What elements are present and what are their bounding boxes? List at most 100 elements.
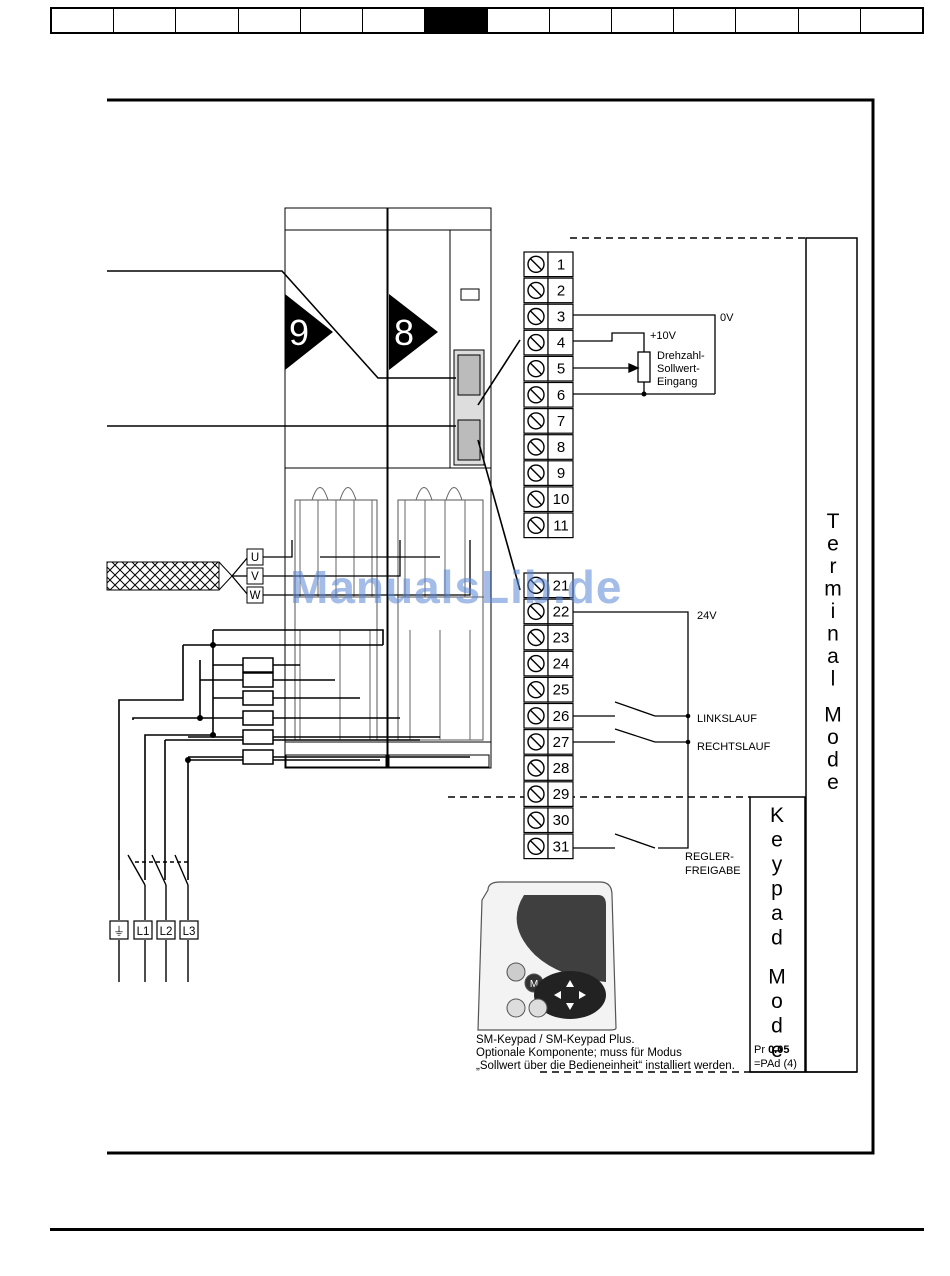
terminal-25: 25 bbox=[523, 676, 574, 703]
motor-w-label: W bbox=[250, 590, 261, 602]
terminal-5: 5 bbox=[523, 355, 574, 382]
terminal-30: 30 bbox=[523, 807, 574, 834]
nav-tab-13[interactable] bbox=[799, 9, 861, 32]
keypad-m-label: M bbox=[530, 979, 538, 990]
keypad-caption-1: SM-Keypad / SM-Keypad Plus. bbox=[476, 1034, 635, 1046]
terminal-number: 4 bbox=[557, 335, 565, 352]
terminal-28: 28 bbox=[523, 755, 574, 781]
keypad-illustration: M bbox=[477, 881, 617, 1031]
24v-label: 24V bbox=[697, 610, 717, 622]
nav-tab-8[interactable] bbox=[488, 9, 550, 32]
terminal-26: 26 bbox=[523, 702, 574, 729]
terminal-number: 22 bbox=[553, 603, 570, 620]
terminal-2: 2 bbox=[523, 277, 574, 304]
terminal-3: 3 bbox=[523, 303, 574, 330]
terminal-number: 29 bbox=[553, 786, 570, 803]
terminal-8: 8 bbox=[523, 434, 574, 460]
terminal-9: 9 bbox=[523, 460, 574, 486]
nav-tab-5[interactable] bbox=[301, 9, 364, 32]
top-navigation-bar bbox=[50, 7, 924, 34]
terminal-number: 30 bbox=[553, 812, 570, 829]
module-9-marker bbox=[285, 294, 333, 370]
l2-label: L2 bbox=[160, 926, 173, 938]
terminal-number: 28 bbox=[553, 760, 570, 777]
terminal-22: 22 bbox=[523, 598, 574, 625]
terminal-number: 10 bbox=[553, 491, 570, 508]
module-9-number: 9 bbox=[289, 312, 309, 353]
isolator-switch bbox=[118, 854, 190, 982]
frame-border bbox=[107, 98, 875, 1155]
terminal-7: 7 bbox=[523, 408, 574, 434]
terminal-block-top: 1 2 3 4 5 6 7 8 9 10 11 bbox=[523, 251, 574, 539]
pot-label-2: Sollwert- bbox=[657, 363, 700, 375]
terminal-11: 11 bbox=[523, 512, 574, 539]
terminal-number: 11 bbox=[553, 517, 569, 534]
linkslauf-label: LINKSLAUF bbox=[697, 713, 757, 725]
pr-value: =PAd (4) bbox=[754, 1058, 797, 1070]
terminal-number: 27 bbox=[553, 734, 570, 751]
terminal-number: 26 bbox=[553, 708, 570, 725]
motor-cable: U V W bbox=[106, 540, 471, 604]
pot-label-1: Drehzahl- bbox=[657, 350, 705, 362]
l3-label: L3 bbox=[183, 926, 196, 938]
terminal-number: 8 bbox=[557, 439, 565, 456]
nav-tab-11[interactable] bbox=[674, 9, 737, 32]
keypad-caption-2: Optionale Komponente; muss für Modus bbox=[476, 1047, 682, 1059]
module-8-number: 8 bbox=[394, 312, 414, 353]
leader-lines bbox=[107, 270, 521, 591]
terminal-number: 6 bbox=[557, 387, 565, 404]
terminal-number: 31 bbox=[553, 838, 570, 855]
analog-wiring bbox=[573, 314, 716, 395]
pot-label-3: Eingang bbox=[657, 376, 697, 388]
digital-wiring bbox=[573, 611, 689, 849]
nav-tab-4[interactable] bbox=[239, 9, 301, 32]
terminal-6: 6 bbox=[523, 381, 574, 408]
drive-modules bbox=[284, 207, 492, 769]
terminal-number: 21 bbox=[553, 577, 570, 594]
l1-label: L1 bbox=[137, 926, 150, 938]
terminal-number: 3 bbox=[557, 309, 565, 326]
terminal-number: 2 bbox=[557, 282, 565, 299]
watermark: ManualsLib.de bbox=[290, 561, 623, 613]
rechtslauf-label: RECHTSLAUF bbox=[697, 741, 771, 753]
nav-tab-10[interactable] bbox=[612, 9, 675, 32]
terminal-number: 25 bbox=[553, 682, 570, 699]
terminal-number: 1 bbox=[557, 256, 565, 273]
fuses bbox=[242, 657, 274, 765]
nav-tab-12[interactable] bbox=[736, 9, 799, 32]
terminal-block-bottom: 21 22 23 24 25 26 27 28 29 30 31 bbox=[523, 572, 574, 860]
supply-wiring bbox=[118, 629, 470, 880]
terminal-21: 21 bbox=[523, 572, 574, 599]
zero-v-label: 0V bbox=[720, 312, 734, 324]
nav-tab-3[interactable] bbox=[176, 9, 239, 32]
footer-rule bbox=[50, 1228, 924, 1231]
terminal-29: 29 bbox=[523, 781, 574, 807]
terminal-31: 31 bbox=[523, 833, 574, 860]
motor-v-label: V bbox=[251, 571, 259, 583]
pr-label: Pr 0.05 bbox=[754, 1044, 789, 1056]
terminal-number: 24 bbox=[553, 656, 570, 673]
terminal-number: 9 bbox=[557, 465, 565, 482]
module-8-marker bbox=[389, 294, 438, 370]
terminal-1: 1 bbox=[523, 251, 574, 278]
nav-tab-6[interactable] bbox=[363, 9, 426, 32]
terminal-27: 27 bbox=[523, 728, 574, 755]
terminal-4: 4 bbox=[523, 329, 574, 356]
drive-internal-details bbox=[299, 487, 471, 740]
terminal-number: 23 bbox=[553, 630, 570, 647]
terminal-23: 23 bbox=[523, 624, 574, 651]
terminal-number: 5 bbox=[557, 361, 565, 378]
supply-terminals bbox=[109, 920, 199, 940]
plus-10v-label: +10V bbox=[650, 330, 677, 342]
nav-tab-9[interactable] bbox=[550, 9, 612, 32]
terminal-10: 10 bbox=[523, 486, 574, 513]
nav-tab-2[interactable] bbox=[114, 9, 177, 32]
nav-tab-1[interactable] bbox=[52, 9, 115, 32]
keypad-caption-3: „Sollwert über die Bedieneinheit“ instal… bbox=[476, 1060, 735, 1072]
motor-u-label: U bbox=[251, 552, 259, 564]
terminal-24: 24 bbox=[523, 650, 574, 677]
nav-tab-7[interactable] bbox=[425, 9, 488, 32]
